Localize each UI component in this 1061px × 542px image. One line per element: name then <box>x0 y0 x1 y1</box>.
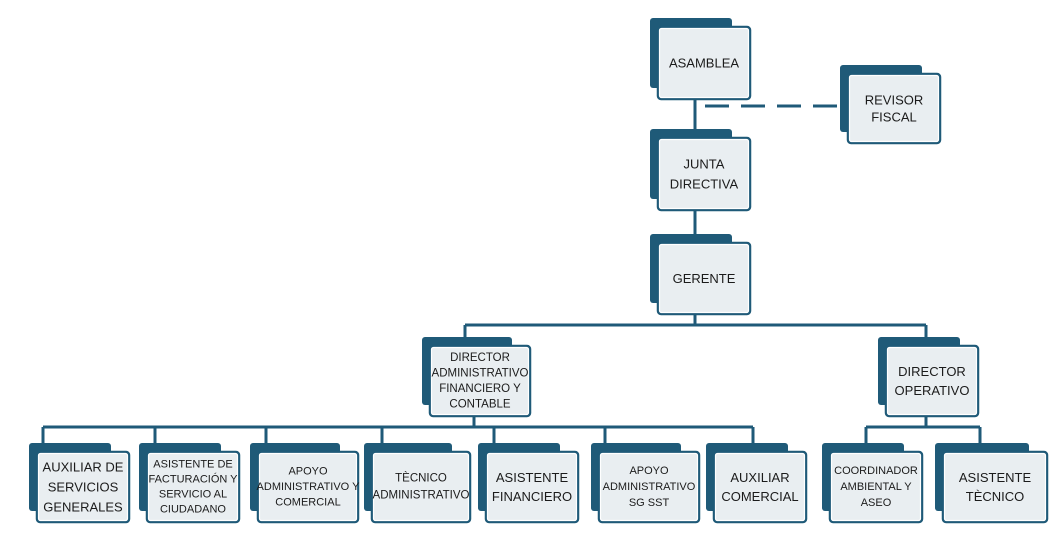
node-label-line: OPERATIVO <box>895 383 970 398</box>
node-label-line: DIRECTIVA <box>670 177 739 192</box>
node-label-line: ASISTENTE <box>959 470 1032 485</box>
node-label-line: COMERCIAL <box>275 497 340 509</box>
node-label-line: FACTURACIÓN Y <box>148 473 238 486</box>
node-label-line: JUNTA <box>684 157 725 172</box>
node-inner-ring <box>830 452 922 522</box>
node-label-line: APOYO <box>629 465 669 477</box>
node-label-line: GERENTE <box>673 271 736 286</box>
node-label-line: ASISTENTE DE <box>153 459 232 471</box>
node-card <box>884 344 980 418</box>
node-label-line: APOYO <box>288 466 328 478</box>
node-coord-amb: COORDINADOR AMBIENTAL Y ASEO <box>822 443 924 524</box>
node-inner-ring <box>658 138 750 210</box>
node-asist-fin: ASISTENTE FINANCIERO <box>478 443 580 524</box>
node-label-line: SERVICIOS <box>48 480 119 495</box>
node-card <box>597 450 701 524</box>
node-junta: JUNTA DIRECTIVA <box>650 129 752 212</box>
node-card <box>145 450 241 524</box>
node-inner-ring <box>258 452 358 522</box>
node-inner-ring <box>486 452 578 522</box>
node-inner-ring <box>658 243 750 314</box>
node-label-line: GENERALES <box>43 500 123 515</box>
node-inner-ring <box>372 452 470 522</box>
node-asamblea: ASAMBLEA <box>650 18 752 101</box>
node-inner-ring <box>848 74 940 143</box>
node-apoyo-sst: APOYO ADMINISTRATIVO SG SST <box>591 443 701 524</box>
node-label-line: SG SST <box>629 497 670 509</box>
node-label-line: REVISOR <box>865 93 924 108</box>
node-label-line: AUXILIAR DE <box>43 460 124 475</box>
node-card <box>712 450 808 524</box>
node-inner-ring <box>599 452 699 522</box>
node-inner-ring <box>147 452 239 522</box>
node-inner-ring <box>714 452 806 522</box>
node-label-line: CONTABLE <box>449 398 510 410</box>
node-inner-ring <box>658 27 750 99</box>
node-dir-admin: DIRECTOR ADMINISTRATIVO FINANCIERO Y CONTAB… <box>422 337 532 418</box>
node-inner-ring <box>943 452 1047 522</box>
connector-lines <box>41 99 982 444</box>
node-asist-tec: ASISTENTE TÈCNICO <box>935 443 1049 524</box>
node-asist-fact: ASISTENTE DE FACTURACIÓN Y SERVICIO AL CIUD… <box>139 443 241 524</box>
node-label-line: ASISTENTE <box>496 470 569 485</box>
node-apoyo-com: APOYO ADMINISTRATIVO Y COMERCIAL <box>250 443 361 524</box>
node-card <box>370 450 472 524</box>
node-label-line: AUXILIAR <box>730 470 789 485</box>
node-label-line: TÈCNICO <box>395 472 447 485</box>
node-label-line: DIRECTOR <box>898 364 966 379</box>
node-label-line: CIUDADANO <box>160 504 226 516</box>
node-revisor: REVISOR FISCAL <box>840 65 942 145</box>
node-aux-com: AUXILIAR COMERCIAL <box>706 443 808 524</box>
node-dir-oper: DIRECTOR OPERATIVO <box>878 337 980 418</box>
node-label-line: ADMINISTRATIVO <box>603 481 696 493</box>
node-inner-ring <box>430 346 530 416</box>
node-card <box>656 136 752 212</box>
node-card <box>656 25 752 101</box>
node-tec-admin: TÈCNICO ADMINISTRATIVO <box>364 443 472 524</box>
node-card <box>428 344 532 418</box>
node-label-line: ADMINISTRATIVO <box>432 367 529 379</box>
node-label-line: FINANCIERO Y <box>439 383 521 395</box>
node-label-line: DIRECTOR <box>450 352 510 364</box>
node-label-line: FINANCIERO <box>492 489 572 504</box>
node-label-line: AMBIENTAL Y <box>840 481 912 493</box>
node-label-line: TÈCNICO <box>966 489 1025 504</box>
node-card <box>846 72 942 145</box>
node-card <box>828 450 924 524</box>
node-card <box>256 450 360 524</box>
node-label-line: ADMINISTRATIVO Y <box>257 481 361 493</box>
node-label-line: ADMINISTRATIVO <box>373 490 470 502</box>
node-gerente: GERENTE <box>650 234 752 316</box>
node-label-line: SERVICIO AL <box>159 489 227 501</box>
node-label-line: ASEO <box>861 497 892 509</box>
node-card <box>35 450 131 524</box>
node-label-line: FISCAL <box>871 110 917 125</box>
node-card <box>941 450 1049 524</box>
node-label-line: ASAMBLEA <box>669 56 739 71</box>
node-card <box>484 450 580 524</box>
node-label-line: COMERCIAL <box>721 489 798 504</box>
node-inner-ring <box>886 346 978 416</box>
node-aux-serv: AUXILIAR DE SERVICIOS GENERALES <box>29 443 131 524</box>
node-label-line: COORDINADOR <box>834 465 918 477</box>
node-inner-ring <box>37 452 129 522</box>
node-card <box>656 241 752 316</box>
